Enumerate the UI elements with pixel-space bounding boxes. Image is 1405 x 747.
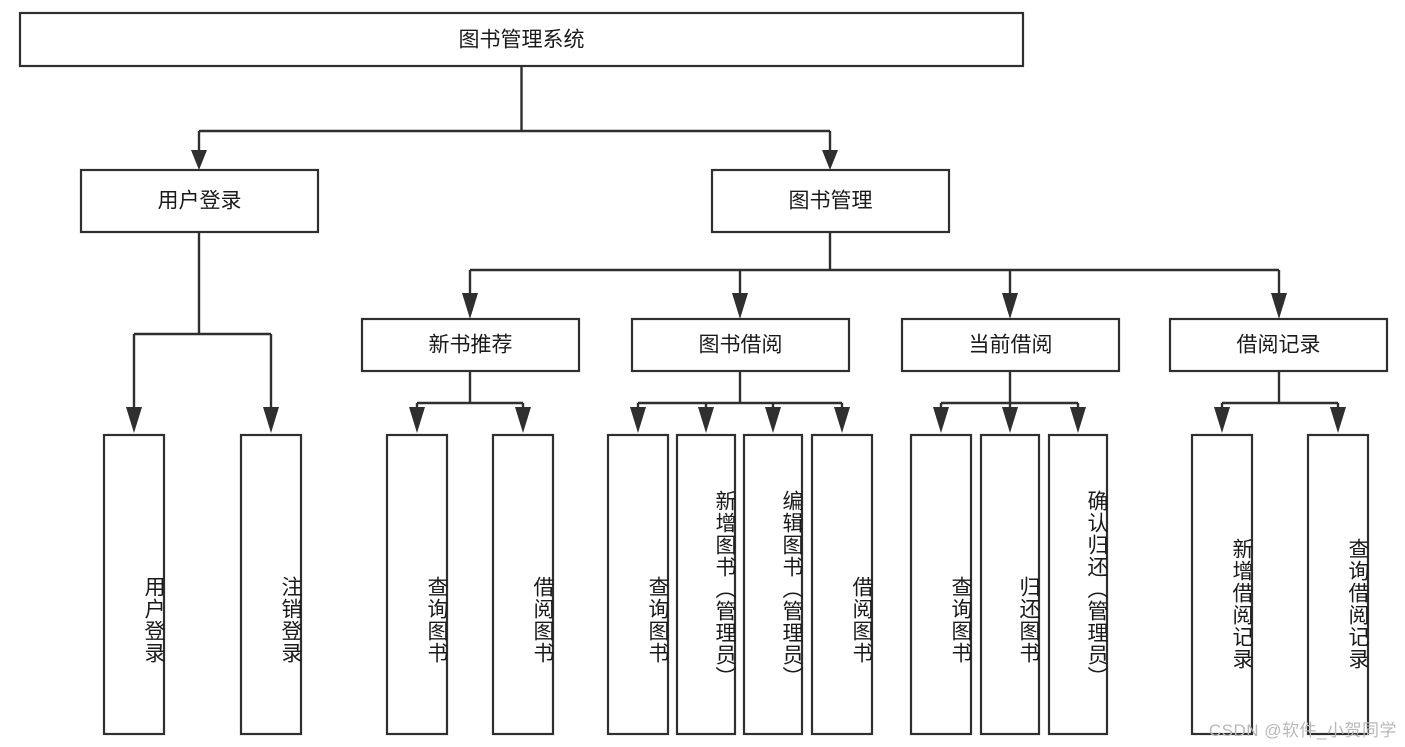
node-box-leaf-record-add[interactable] bbox=[1190, 433, 1254, 736]
arrow-leaf-newbook-query bbox=[409, 407, 425, 433]
node-box-leaf-user-login[interactable] bbox=[102, 433, 166, 736]
arrow-to-borrow-book bbox=[732, 293, 748, 319]
node-label-new-book-recommend: 新书推荐 bbox=[429, 334, 513, 357]
node-box-root[interactable] bbox=[18, 11, 1025, 68]
arrow-leaf-logout bbox=[263, 407, 279, 433]
arrow-to-user-login bbox=[191, 150, 207, 170]
arrow-leaf-current-return bbox=[1002, 407, 1018, 433]
node-label-borrow-record: 借阅记录 bbox=[1237, 334, 1321, 357]
node-box-leaf-current-return[interactable] bbox=[979, 433, 1041, 736]
arrow-to-borrow-record bbox=[1271, 293, 1287, 319]
node-label-root: 图书管理系统 bbox=[459, 29, 585, 52]
node-box-leaf-logout[interactable] bbox=[239, 433, 303, 736]
node-box-leaf-current-confirm[interactable] bbox=[1047, 433, 1109, 736]
arrow-to-current-borrow bbox=[1002, 293, 1018, 319]
node-box-book-management[interactable] bbox=[710, 168, 951, 234]
node-label-book-borrow: 图书借阅 bbox=[699, 334, 783, 357]
arrow-leaf-borrow-borrow bbox=[834, 407, 850, 433]
node-label-user-login: 用户登录 bbox=[158, 190, 242, 213]
arrow-leaf-user-login bbox=[126, 407, 142, 433]
node-label-book-management: 图书管理 bbox=[789, 190, 873, 213]
node-label-current-borrow: 当前借阅 bbox=[969, 334, 1053, 357]
node-box-leaf-newbook-borrow[interactable] bbox=[491, 433, 555, 736]
arrow-to-new-book bbox=[462, 293, 478, 319]
node-box-book-borrow[interactable] bbox=[630, 317, 851, 373]
node-box-current-borrow[interactable] bbox=[900, 317, 1121, 373]
connector-layer bbox=[126, 66, 1346, 433]
arrow-leaf-record-query bbox=[1330, 407, 1346, 433]
node-box-borrow-record[interactable] bbox=[1168, 317, 1389, 373]
node-box-leaf-borrow-add[interactable] bbox=[675, 433, 737, 736]
arrow-leaf-borrow-edit bbox=[765, 407, 781, 433]
arrow-leaf-record-add bbox=[1214, 407, 1230, 433]
node-box-leaf-borrow-borrow[interactable] bbox=[810, 433, 874, 736]
arrow-leaf-borrow-add bbox=[698, 407, 714, 433]
arrow-to-book-mgmt bbox=[822, 150, 838, 170]
arrow-leaf-current-query bbox=[933, 407, 949, 433]
node-box-leaf-borrow-query[interactable] bbox=[606, 433, 670, 736]
arrow-leaf-borrow-query bbox=[630, 407, 646, 433]
csdn-watermark: CSDN @软件_小贺同学 bbox=[1208, 721, 1397, 740]
node-layer: 图书管理系统 用户登录 图书管理 新书推荐 图书借阅 当前借阅 借阅记录 bbox=[18, 11, 1389, 736]
node-box-leaf-borrow-edit[interactable] bbox=[742, 433, 804, 736]
node-box-leaf-record-query[interactable] bbox=[1306, 433, 1370, 736]
arrow-leaf-current-confirm bbox=[1070, 407, 1086, 433]
arrow-leaf-newbook-borrow bbox=[515, 407, 531, 433]
node-box-user-login[interactable] bbox=[79, 168, 320, 234]
node-box-new-book-recommend[interactable] bbox=[360, 317, 581, 373]
node-box-leaf-newbook-query[interactable] bbox=[385, 433, 449, 736]
node-box-leaf-current-query[interactable] bbox=[909, 433, 973, 736]
